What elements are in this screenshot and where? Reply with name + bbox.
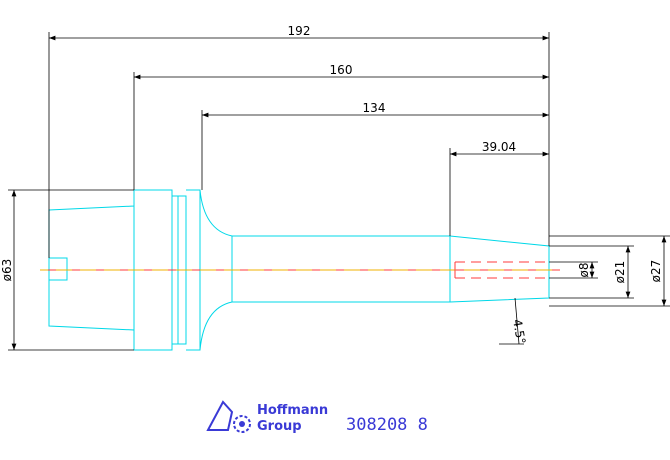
dim-160-label: 160 bbox=[330, 63, 353, 77]
taper-angle-callout: 4.5° bbox=[499, 297, 528, 345]
dim-192-label: 192 bbox=[288, 24, 311, 38]
dim-dia-8-label: ø8 bbox=[577, 263, 591, 278]
dim-134: 134 bbox=[201, 101, 549, 190]
dim-dia-27: ø27 bbox=[549, 235, 670, 307]
dim-192: 192 bbox=[48, 24, 550, 258]
dim-dia-27-label: ø27 bbox=[649, 260, 663, 283]
logo-line1: Hoffmann bbox=[257, 403, 328, 418]
dim-134-label: 134 bbox=[363, 101, 386, 115]
head-body bbox=[48, 189, 173, 351]
part-number: 308208 8 bbox=[346, 415, 428, 435]
dim-dia-21: ø21 bbox=[549, 245, 634, 299]
hoffmann-logo: Hoffmann Group bbox=[206, 400, 328, 434]
neck-fillet bbox=[199, 189, 233, 351]
taper-angle-label: 4.5° bbox=[510, 318, 528, 345]
dim-39: 39.04 bbox=[449, 140, 549, 236]
logo-mark bbox=[206, 400, 234, 431]
tapered-tip bbox=[449, 235, 550, 303]
dim-39-label: 39.04 bbox=[482, 140, 516, 154]
dim-dia-63-label: ø63 bbox=[0, 259, 14, 282]
dim-dia-63: ø63 bbox=[0, 189, 134, 351]
dim-160: 160 bbox=[133, 63, 549, 190]
logo-line2: Group bbox=[257, 419, 302, 434]
shank bbox=[231, 235, 451, 303]
dim-dia-8: ø8 bbox=[549, 261, 598, 279]
logo-gear-icon bbox=[233, 415, 251, 433]
bore-hidden-lines bbox=[454, 261, 549, 279]
head-slot bbox=[49, 257, 68, 281]
dim-dia-21-label: ø21 bbox=[613, 261, 627, 284]
